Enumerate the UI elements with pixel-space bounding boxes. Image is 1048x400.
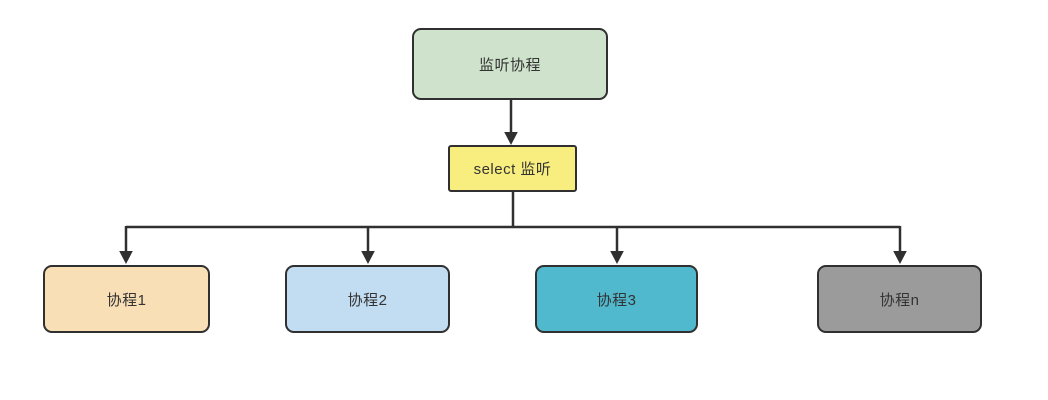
- edge-bus-worker-n: [893, 226, 907, 264]
- edge-bus-worker-3: [610, 226, 624, 264]
- node-listener-label: 监听协程: [478, 56, 541, 74]
- node-coroutine-1-label: 协程1: [106, 291, 147, 309]
- node-listener-coroutine: 监听协程: [412, 28, 608, 100]
- arrowhead-icon: [610, 251, 624, 264]
- node-coroutine-n-label: 协程n: [879, 291, 920, 309]
- arrowhead-icon: [119, 251, 133, 264]
- arrowhead-icon: [893, 251, 907, 264]
- node-coroutine-n: 协程n: [817, 265, 982, 333]
- edge-select-bus: [126, 192, 900, 229]
- arrowhead-icon: [504, 132, 518, 145]
- node-coroutine-2: 协程2: [285, 265, 450, 333]
- node-coroutine-2-label: 协程2: [347, 291, 388, 309]
- node-coroutine-3: 协程3: [535, 265, 698, 333]
- edge-bus-worker-1: [119, 226, 133, 264]
- edge-listener-select: [504, 100, 518, 145]
- edge-bus-worker-2: [361, 226, 375, 264]
- node-coroutine-1: 协程1: [43, 265, 210, 333]
- node-select-label: select 监听: [473, 161, 552, 178]
- node-coroutine-3-label: 协程3: [596, 291, 637, 309]
- arrowhead-icon: [361, 251, 375, 264]
- node-select-listen: select 监听: [448, 145, 577, 192]
